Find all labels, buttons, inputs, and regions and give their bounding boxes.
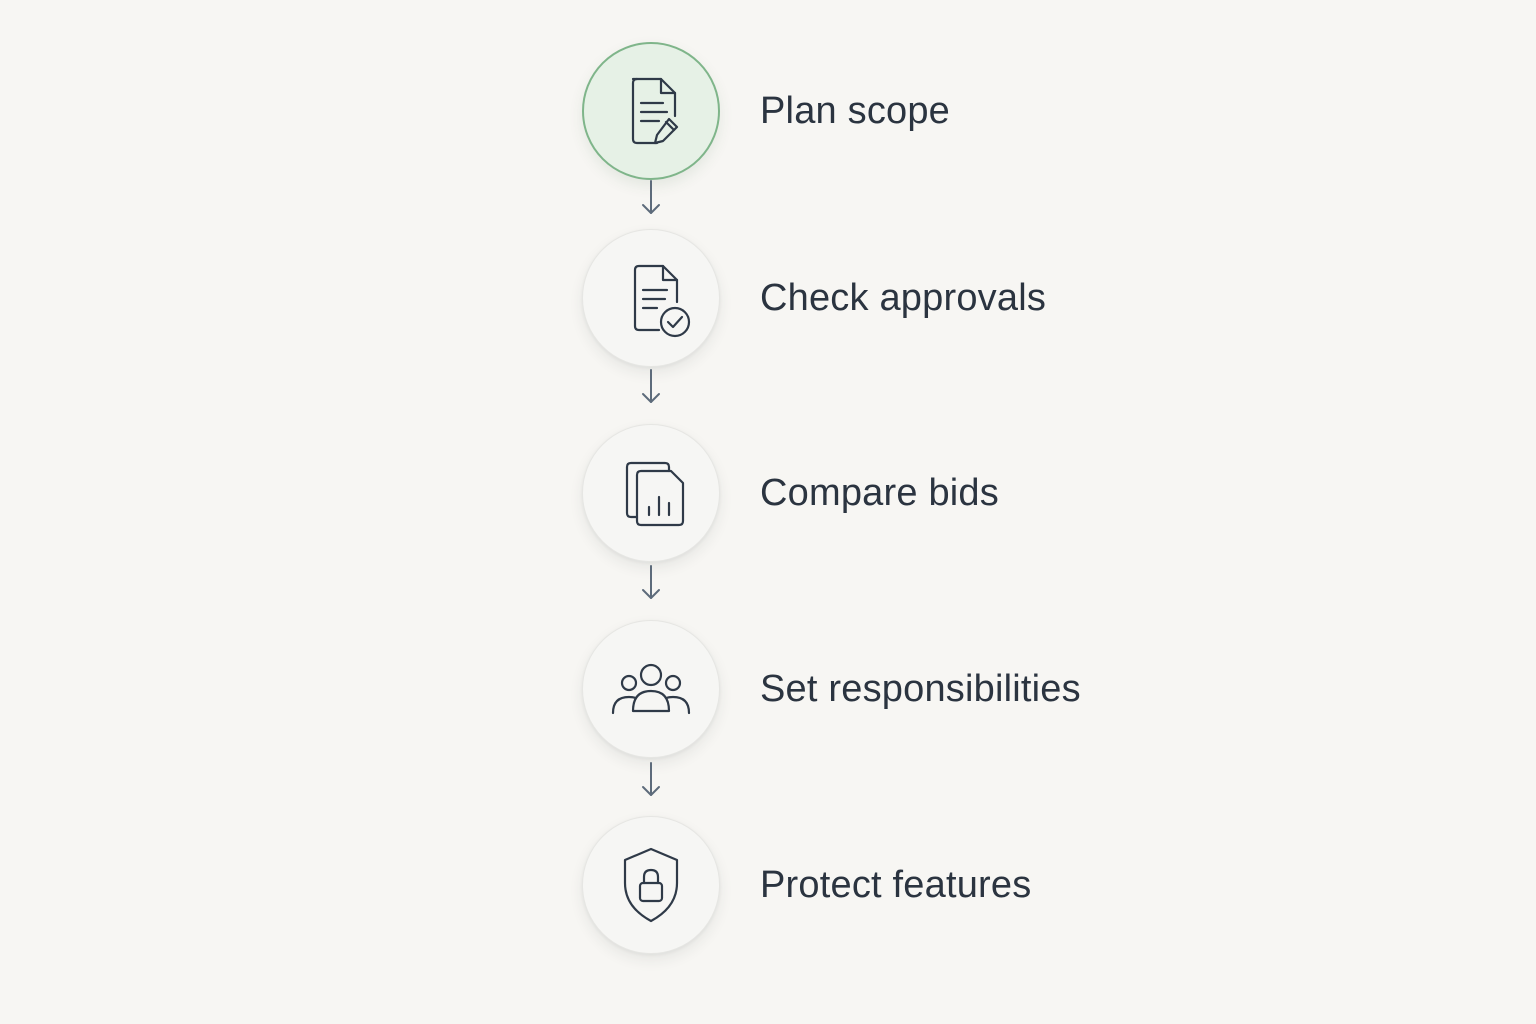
arrow-down-icon	[642, 180, 660, 214]
team-icon	[611, 663, 691, 715]
step-plan-scope: Plan scope	[582, 42, 1282, 182]
step-label: Plan scope	[760, 89, 951, 132]
step-icon-circle	[582, 229, 720, 367]
step-icon-circle	[582, 42, 720, 180]
arrow-down-icon	[642, 565, 660, 599]
arrow-down-icon	[642, 369, 660, 403]
flow-arrow	[640, 180, 662, 217]
step-icon-circle	[582, 620, 720, 758]
flow-arrow	[640, 762, 662, 799]
document-check-icon	[633, 264, 691, 338]
step-label: Set responsibilities	[760, 667, 1081, 710]
shield-lock-icon	[623, 847, 679, 923]
step-set-responsibilities: Set responsibilities	[582, 620, 1282, 760]
step-compare-bids: Compare bids	[582, 424, 1282, 564]
step-icon-circle	[582, 424, 720, 562]
step-icon-circle	[582, 816, 720, 954]
step-protect-features: Protect features	[582, 816, 1282, 956]
step-check-approvals: Check approvals	[582, 229, 1282, 369]
step-label: Protect features	[760, 863, 1032, 906]
documents-chart-icon	[625, 461, 685, 527]
step-label: Compare bids	[760, 471, 999, 514]
arrow-down-icon	[642, 762, 660, 796]
step-label: Check approvals	[760, 276, 1047, 319]
flow-arrow	[640, 369, 662, 406]
flow-arrow	[640, 565, 662, 602]
document-edit-icon	[631, 77, 679, 145]
